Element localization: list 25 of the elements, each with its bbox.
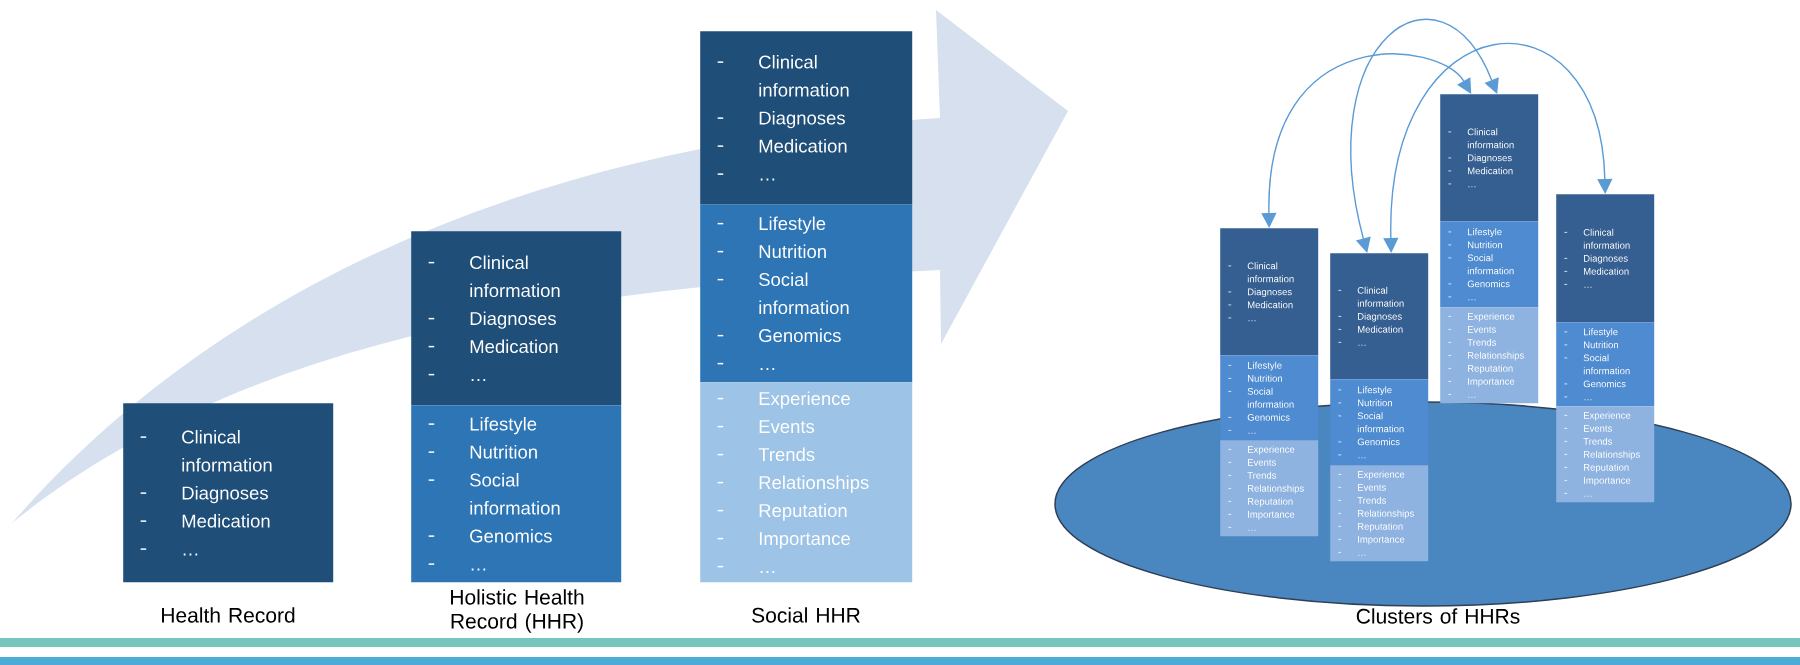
record-section: Lifestyle Nutrition Social information Genomics … <box>1220 355 1319 441</box>
record-section: Lifestyle Nutrition Social information Genomics … <box>1440 221 1539 308</box>
record-section: Clinical information Diagnoses Medication … <box>411 231 622 406</box>
record-section: Lifestyle Nutrition Social information Genomics … <box>1556 322 1655 407</box>
record-section: Clinical information Diagnoses Medication … <box>1440 94 1539 222</box>
record-section: Clinical information Diagnoses Medication … <box>1330 253 1429 380</box>
record-section: Clinical information Diagnoses Medication … <box>123 403 334 583</box>
record-section: Clinical information Diagnoses Medication … <box>1220 228 1319 356</box>
record-section: Experience Events Trends Relationships Reputation Importance … <box>1556 406 1655 503</box>
record-section: Clinical information Diagnoses Medication … <box>1556 194 1655 323</box>
node-label: Holistic Health Record (HHR) <box>451 589 584 633</box>
arrow <box>1261 53 1472 228</box>
record-section: Lifestyle Nutrition Social information Genomics … <box>411 405 622 583</box>
record-section: Experience Events Trends Relationships Reputation Importance … <box>700 382 913 583</box>
record-section: Clinical information Diagnoses Medication … <box>700 31 913 205</box>
node-label: Health Record <box>162 607 295 623</box>
node-label: Social HHR <box>752 607 860 623</box>
record-section: Experience Events Trends Relationships Reputation Importance … <box>1440 307 1539 404</box>
record-section: Lifestyle Nutrition Social information Genomics … <box>1330 379 1429 466</box>
record-section: Lifestyle Nutrition Social information Genomics … <box>700 204 913 383</box>
arrow <box>1383 43 1613 253</box>
caption: Clusters of HHRs <box>1356 608 1520 624</box>
record-section: Experience Events Trends Relationships Reputation Importance … <box>1330 465 1429 562</box>
arrow <box>1350 18 1499 253</box>
record-section: Experience Events Trends Relationships Reputation Importance … <box>1220 440 1319 537</box>
